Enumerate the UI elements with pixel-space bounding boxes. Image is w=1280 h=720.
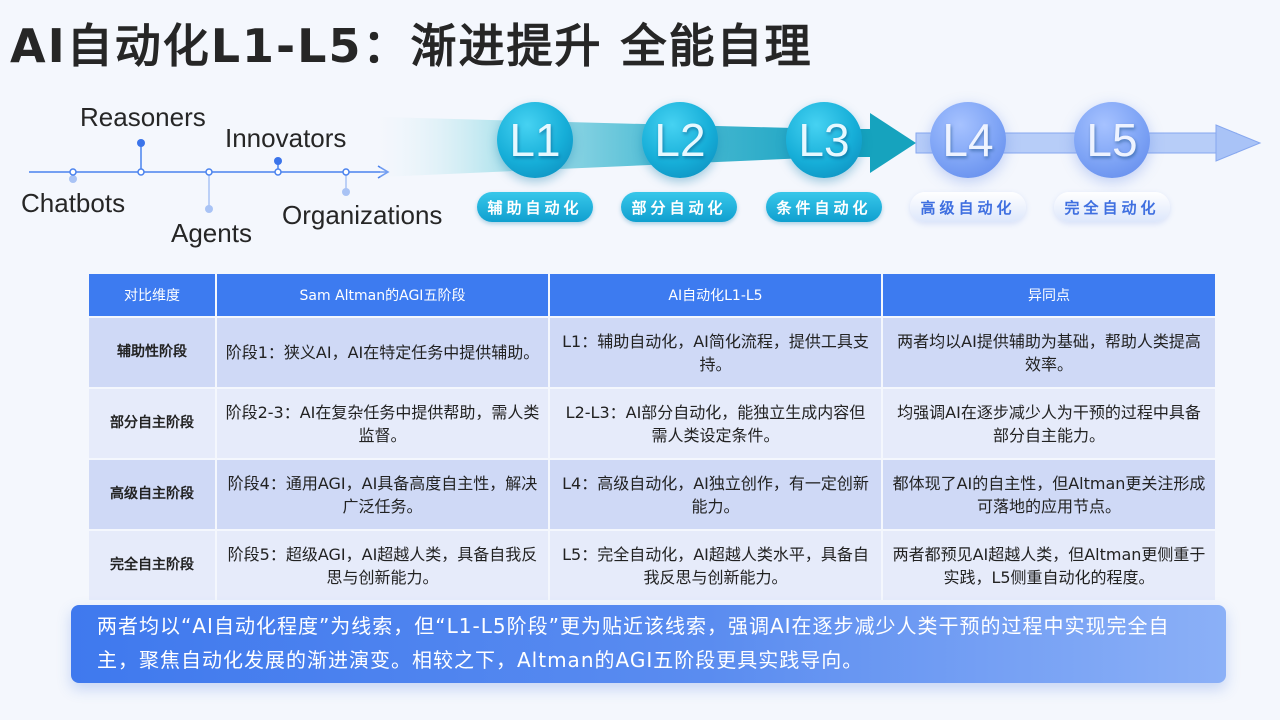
cell-levels: L2-L3：AI部分自动化，能独立生成内容但需人类设定条件。 — [550, 389, 881, 458]
level-l5-badge: L5 — [1074, 102, 1150, 178]
level-l3-badge: L3 — [786, 102, 862, 178]
comparison-table: 对比维度 Sam Altman的AGI五阶段 AI自动化L1-L5 异同点 辅助… — [87, 272, 1217, 602]
header-levels: AI自动化L1-L5 — [550, 274, 881, 316]
cell-levels: L1：辅助自动化，AI简化流程，提供工具支持。 — [550, 318, 881, 387]
header-diff: 异同点 — [883, 274, 1215, 316]
table-row: 完全自主阶段 阶段5：超级AGI，AI超越人类，具备自我反思与创新能力。 L5：… — [89, 531, 1215, 600]
stage-innovators: Innovators — [225, 123, 347, 153]
level-l1-label: 辅助自动化 — [477, 192, 593, 222]
stage-reasoners: Reasoners — [80, 102, 206, 132]
cell-dimension: 高级自主阶段 — [89, 460, 215, 529]
level-l4-badge: L4 — [930, 102, 1006, 178]
cell-diff: 两者均以AI提供辅助为基础，帮助人类提高效率。 — [883, 318, 1215, 387]
stage-organizations: Organizations — [282, 200, 443, 230]
cell-diff: 都体现了AI的自主性，但Altman更关注形成可落地的应用节点。 — [883, 460, 1215, 529]
cell-altman: 阶段1：狭义AI，AI在特定任务中提供辅助。 — [217, 318, 548, 387]
cell-dimension: 完全自主阶段 — [89, 531, 215, 600]
level-l1-badge: L1 — [497, 102, 573, 178]
summary-banner: 两者均以“AI自动化程度”为线索，但“L1-L5阶段”更为贴近该线索，强调AI在… — [71, 605, 1226, 683]
stage-chatbots: Chatbots — [21, 188, 126, 218]
timeline-axis-icon — [29, 139, 390, 213]
page-title: AI自动化L1-L5：渐进提升 全能自理 — [10, 19, 813, 73]
stage-agents: Agents — [171, 218, 252, 248]
cell-levels: L5：完全自动化，AI超越人类水平，具备自我反思与创新能力。 — [550, 531, 881, 600]
table-row: 高级自主阶段 阶段4：通用AGI，AI具备高度自主性，解决广泛任务。 L4：高级… — [89, 460, 1215, 529]
cell-altman: 阶段2-3：AI在复杂任务中提供帮助，需人类监督。 — [217, 389, 548, 458]
cell-diff: 均强调AI在逐步减少人为干预的过程中具备部分自主能力。 — [883, 389, 1215, 458]
cell-dimension: 部分自主阶段 — [89, 389, 215, 458]
level-l5-label: 完全自动化 — [1054, 192, 1170, 222]
table-header-row: 对比维度 Sam Altman的AGI五阶段 AI自动化L1-L5 异同点 — [89, 274, 1215, 316]
altman-timeline: Chatbots Reasoners Agents Innovators Org… — [0, 95, 470, 265]
level-l2-label: 部分自动化 — [621, 192, 737, 222]
table-row: 辅助性阶段 阶段1：狭义AI，AI在特定任务中提供辅助。 L1：辅助自动化，AI… — [89, 318, 1215, 387]
table-row: 部分自主阶段 阶段2-3：AI在复杂任务中提供帮助，需人类监督。 L2-L3：A… — [89, 389, 1215, 458]
cell-diff: 两者都预见AI超越人类，但Altman更侧重于实践，L5侧重自动化的程度。 — [883, 531, 1215, 600]
automation-levels: L1 L2 L3 L4 L5 辅助自动化 部分自动化 条件自动化 高级自动化 完… — [380, 95, 1280, 235]
level-l2-badge: L2 — [642, 102, 718, 178]
cell-levels: L4：高级自动化，AI独立创作，有一定创新能力。 — [550, 460, 881, 529]
cell-altman: 阶段4：通用AGI，AI具备高度自主性，解决广泛任务。 — [217, 460, 548, 529]
level-l3-label: 条件自动化 — [766, 192, 882, 222]
cell-altman: 阶段5：超级AGI，AI超越人类，具备自我反思与创新能力。 — [217, 531, 548, 600]
header-dimension: 对比维度 — [89, 274, 215, 316]
cell-dimension: 辅助性阶段 — [89, 318, 215, 387]
level-l4-label: 高级自动化 — [910, 192, 1026, 222]
header-altman: Sam Altman的AGI五阶段 — [217, 274, 548, 316]
